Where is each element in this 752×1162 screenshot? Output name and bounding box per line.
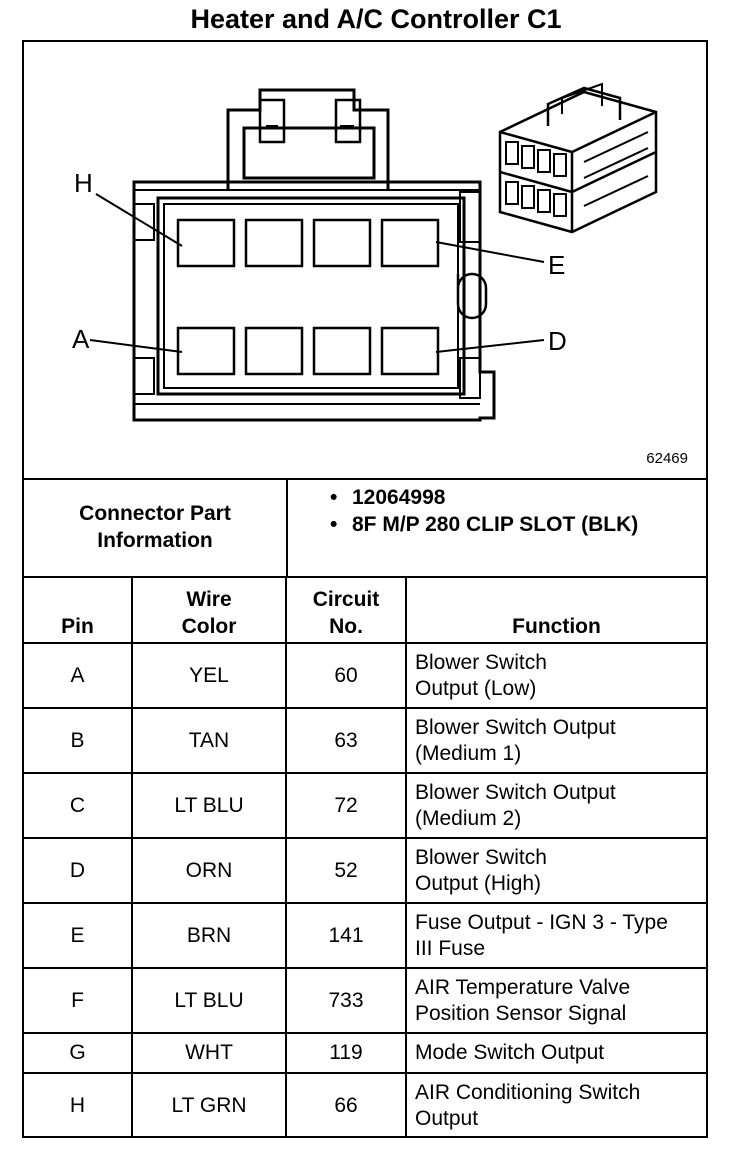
wire-color-cell: BRN <box>131 902 287 969</box>
connector-sheet: H E A D 62469 Connector Part Information… <box>22 40 708 1138</box>
pin-table: Pin Wire Color Circuit No. Function A YE… <box>24 578 706 1138</box>
table-row: E BRN 141 Fuse Output - IGN 3 - Type III… <box>24 902 706 969</box>
connector-diagram-panel: H E A D 62469 <box>24 42 706 480</box>
pin-label-d: D <box>548 326 567 356</box>
cavity-f <box>312 218 372 268</box>
pin-cell: A <box>24 642 133 709</box>
part-description: 8F M/P 280 CLIP SLOT (BLK) <box>330 511 712 538</box>
pin-cell: C <box>24 772 133 839</box>
circuit-cell: 72 <box>285 772 407 839</box>
table-row: B TAN 63 Blower Switch Output (Medium 1) <box>24 707 706 774</box>
circuit-cell: 141 <box>285 902 407 969</box>
table-row: H LT GRN 66 AIR Conditioning Switch Outp… <box>24 1072 706 1138</box>
wire-color-cell: WHT <box>131 1032 287 1074</box>
connector-info-list: 12064998 8F M/P 280 CLIP SLOT (BLK) <box>330 484 712 538</box>
table-row: A YEL 60 Blower Switch Output (Low) <box>24 642 706 709</box>
pin-cell: G <box>24 1032 133 1074</box>
pin-label-a: A <box>72 324 90 354</box>
header-circuit: Circuit No. <box>285 578 407 644</box>
cavity-b <box>244 326 304 376</box>
function-cell: AIR Conditioning Switch Output <box>405 1072 706 1138</box>
table-row: C LT BLU 72 Blower Switch Output (Medium… <box>24 772 706 839</box>
connector-body <box>132 180 496 422</box>
cavity-a <box>176 326 236 376</box>
wire-color-cell: YEL <box>131 642 287 709</box>
pin-label-h: H <box>74 168 93 198</box>
wire-color-cell: LT GRN <box>131 1072 287 1138</box>
page-title: Heater and A/C Controller C1 <box>190 4 562 34</box>
cavity-g <box>244 218 304 268</box>
circuit-cell: 60 <box>285 642 407 709</box>
leader-lines <box>89 193 545 353</box>
function-cell: Fuse Output - IGN 3 - Type III Fuse <box>405 902 706 969</box>
pin-cell: D <box>24 837 133 904</box>
table-header-row: Pin Wire Color Circuit No. Function <box>24 578 706 644</box>
pin-cell: H <box>24 1072 133 1138</box>
wire-color-cell: LT BLU <box>131 772 287 839</box>
header-pin: Pin <box>24 578 133 644</box>
cavity-d <box>380 326 440 376</box>
connector-info-label: Connector Part Information <box>24 478 288 576</box>
function-cell: Mode Switch Output <box>405 1032 706 1074</box>
connector-part-info: Connector Part Information 12064998 8F M… <box>24 478 706 578</box>
wire-color-cell: LT BLU <box>131 967 287 1034</box>
table-row: F LT BLU 733 AIR Temperature Valve Posit… <box>24 967 706 1034</box>
table-row: D ORN 52 Blower Switch Output (High) <box>24 837 706 904</box>
connector-3d-view <box>498 82 658 234</box>
header-wire-color: Wire Color <box>131 578 287 644</box>
cavity-e <box>380 218 440 268</box>
cavity-h <box>176 218 236 268</box>
pin-label-e: E <box>548 250 565 280</box>
cavity-c <box>312 326 372 376</box>
table-row: G WHT 119 Mode Switch Output <box>24 1032 706 1074</box>
cavity-grid <box>176 218 440 376</box>
wire-color-cell: ORN <box>131 837 287 904</box>
connector-face-diagram: H E A D <box>72 82 658 422</box>
circuit-cell: 733 <box>285 967 407 1034</box>
pin-letter-labels: H E A D <box>72 168 567 356</box>
circuit-cell: 52 <box>285 837 407 904</box>
pin-cell: F <box>24 967 133 1034</box>
header-function: Function <box>405 578 706 644</box>
function-cell: AIR Temperature Valve Position Sensor Si… <box>405 967 706 1034</box>
circuit-cell: 63 <box>285 707 407 774</box>
function-cell: Blower Switch Output (Medium 2) <box>405 772 706 839</box>
pin-cell: E <box>24 902 133 969</box>
figure-number: 62469 <box>646 450 688 467</box>
wire-color-cell: TAN <box>131 707 287 774</box>
circuit-cell: 119 <box>285 1032 407 1074</box>
part-number: 12064998 <box>330 484 712 511</box>
connector-latch <box>226 88 390 190</box>
function-cell: Blower Switch Output (Medium 1) <box>405 707 706 774</box>
function-cell: Blower Switch Output (High) <box>405 837 706 904</box>
function-cell: Blower Switch Output (Low) <box>405 642 706 709</box>
pin-cell: B <box>24 707 133 774</box>
circuit-cell: 66 <box>285 1072 407 1138</box>
